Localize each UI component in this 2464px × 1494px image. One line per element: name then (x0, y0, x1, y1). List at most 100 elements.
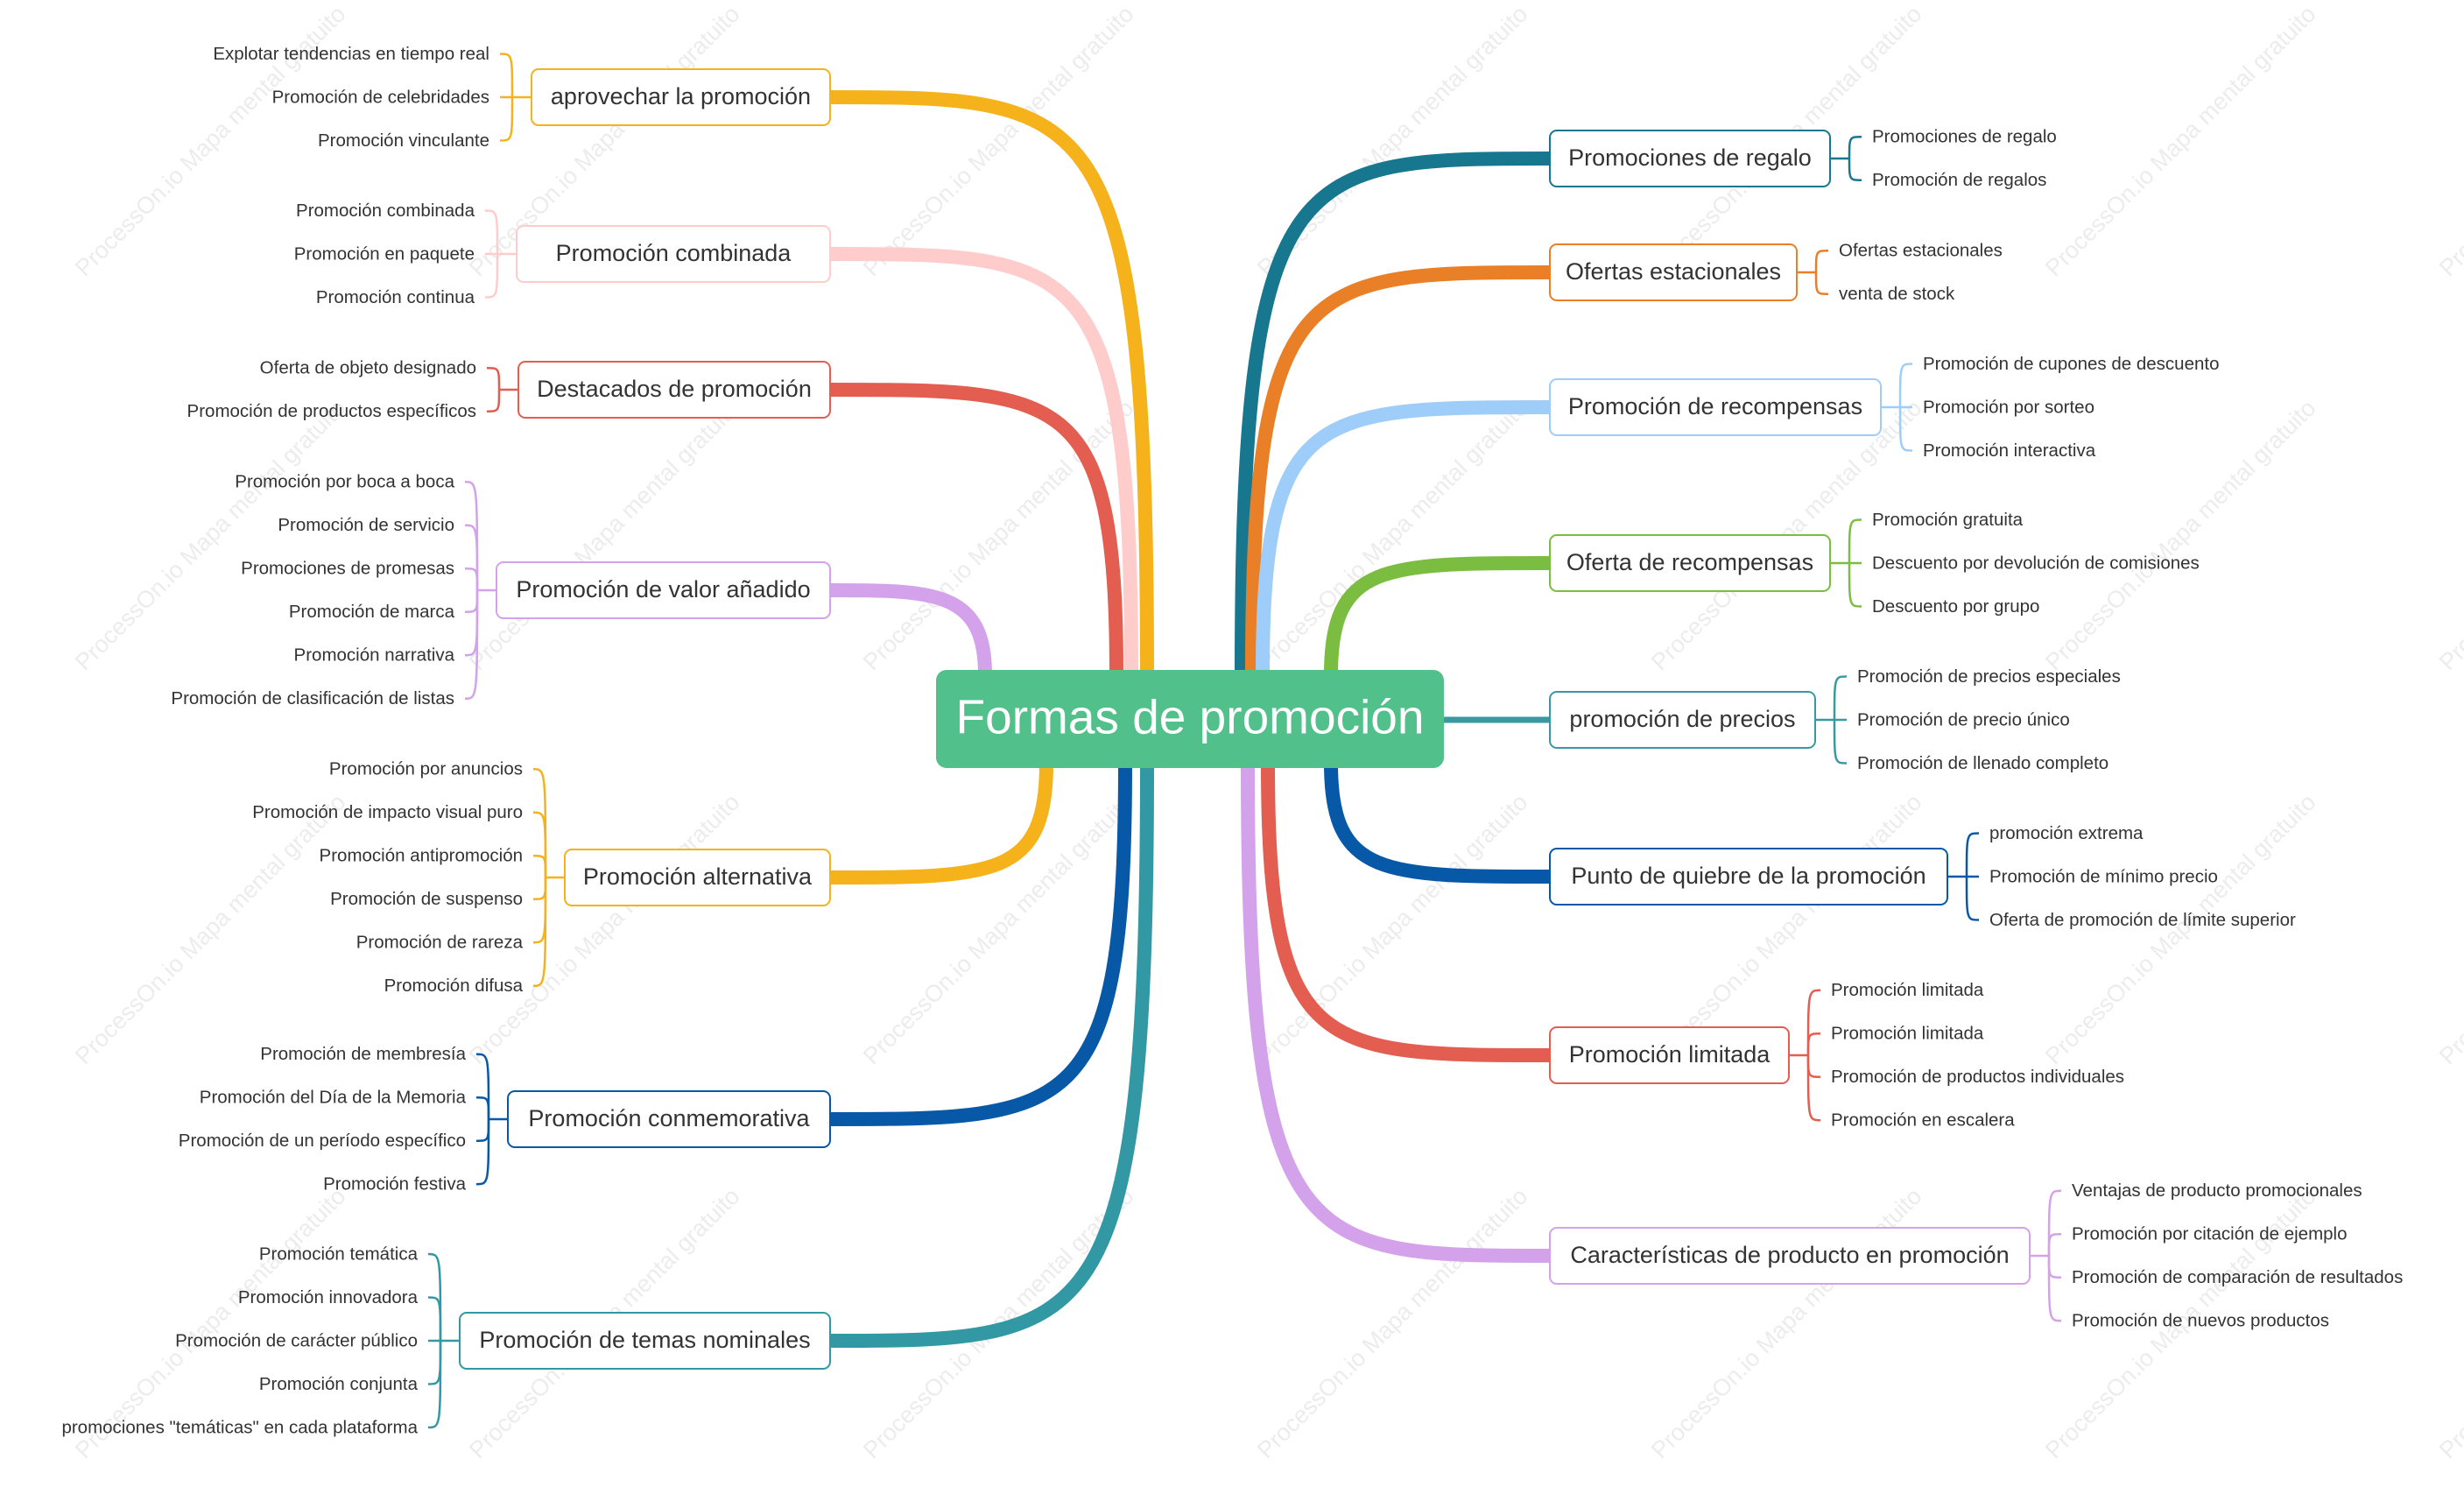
leaf-label[interactable]: Promociones de promesas (241, 559, 454, 579)
leaf-connector (2047, 1255, 2062, 1322)
leaf-connector (484, 209, 499, 255)
leaf-label[interactable]: Descuento por devolución de comisiones (1872, 553, 2200, 573)
leaf-label[interactable]: Promoción del Día de la Memoria (200, 1088, 467, 1108)
leaf-connector (1965, 832, 1980, 877)
branch-box (1549, 1227, 2031, 1285)
leaf-label[interactable]: Promoción en paquete (294, 243, 475, 264)
leaf-label[interactable]: Promoción difusa (384, 976, 524, 996)
leaf-label[interactable]: Promoción de regalos (1872, 170, 2046, 190)
leaf-label[interactable]: Promoción limitada (1831, 1024, 1984, 1044)
leaf-label[interactable]: venta de stock (1839, 284, 1955, 304)
leaf-label[interactable]: Promoción de cupones de descuento (1923, 354, 2219, 374)
leaf-label[interactable]: Promoción vinculante (318, 130, 489, 151)
leaf-connector (1814, 271, 1829, 295)
branch-label: Promoción de recompensas (1568, 393, 1862, 419)
branch-box (564, 849, 831, 906)
branch-node[interactable]: promoción de precios (1549, 691, 1816, 749)
leaf-connector (464, 524, 479, 591)
leaf-connector (484, 253, 499, 299)
leaf-label[interactable]: Ventajas de producto promocionales (2072, 1180, 2362, 1201)
leaf-label[interactable]: Promoción limitada (1831, 980, 1984, 1000)
branch-box (1549, 534, 1831, 592)
leaf-label[interactable]: Promoción en escalera (1831, 1110, 2015, 1131)
leaf-label[interactable]: Promoción innovadora (238, 1287, 419, 1307)
branch-node[interactable]: aprovechar la promoción (531, 68, 831, 126)
leaf-label[interactable]: Promoción de comparación de resultados (2072, 1267, 2403, 1287)
leaf-label[interactable]: Promoción por anuncios (329, 759, 523, 779)
branch-box (1549, 848, 1948, 906)
leaf-connector (1898, 406, 1913, 452)
branch-node[interactable]: Promoción de valor añadido (496, 561, 831, 619)
leaf-connector (2047, 1255, 2062, 1279)
leaf-label[interactable]: Promoción de servicio (278, 515, 454, 535)
leaf-label[interactable]: Promoción de mínimo precio (1989, 866, 2218, 886)
branch-node[interactable]: Promoción combinada (516, 225, 831, 283)
leaf-connector (1898, 363, 1913, 408)
leaf-connector (464, 589, 479, 657)
leaf-label[interactable]: Oferta de objeto designado (260, 358, 476, 378)
leaf-label[interactable]: Promoción de productos individuales (1831, 1067, 2124, 1087)
branch-node[interactable]: Promoción de temas nominales (459, 1312, 831, 1370)
leaf-label[interactable]: Promoción antipromoción (320, 846, 523, 866)
leaf-label[interactable]: Promoción de precio único (1857, 709, 2070, 729)
leaf-label[interactable]: Promoción de celebridades (272, 87, 489, 107)
leaf-label[interactable]: Promoción de impacto visual puro (252, 802, 523, 822)
leaf-label[interactable]: Promoción por sorteo (1923, 397, 2094, 417)
leaf-connector (475, 1118, 490, 1142)
leaf-label[interactable]: Promoción de clasificación de listas (171, 688, 454, 708)
leaf-label[interactable]: Promoción combinada (296, 201, 475, 221)
branch-box (531, 68, 831, 126)
leaf-label[interactable]: Promoción de membresía (260, 1044, 466, 1064)
leaf-label[interactable]: Promoción de rareza (356, 933, 524, 953)
leaf-label[interactable]: Promoción por citación de ejemplo (2072, 1224, 2348, 1244)
leaf-label[interactable]: Oferta de promoción de límite superior (1989, 910, 2296, 930)
leaf-label[interactable]: Promociones de regalo (1872, 127, 2057, 147)
branch-node[interactable]: Oferta de recompensas (1549, 534, 1831, 592)
leaf-label[interactable]: Ofertas estacionales (1839, 241, 2003, 261)
leaf-label[interactable]: Promoción de llenado completo (1857, 753, 2108, 773)
leaf-label[interactable]: Promoción gratuita (1872, 510, 2024, 530)
leaf-label[interactable]: Promoción conjunta (259, 1374, 419, 1394)
leaf-label[interactable]: Promoción interactiva (1923, 440, 2096, 461)
leaf-connector (427, 1340, 442, 1385)
leaf-connector (1848, 562, 1862, 608)
leaf-label[interactable]: Explotar tendencias en tiempo real (213, 44, 489, 64)
leaf-connector (475, 1053, 490, 1120)
branch-node[interactable]: Promoción limitada (1549, 1026, 1790, 1084)
branch-label: Promoción de valor añadido (516, 576, 810, 603)
leaf-label[interactable]: Promoción continua (316, 287, 475, 307)
leaf-connector (464, 589, 479, 700)
leaf-label[interactable]: Promoción narrativa (294, 645, 455, 666)
leaf-label[interactable]: Promoción temática (259, 1244, 419, 1264)
branch-node[interactable]: Ofertas estacionales (1549, 243, 1798, 301)
leaf-label[interactable]: Promoción de productos específicos (187, 401, 476, 421)
branch-node[interactable]: Características de producto en promoción (1549, 1227, 2031, 1285)
branch-node[interactable]: Punto de quiebre de la promoción (1549, 848, 1948, 906)
branch-node[interactable]: Promoción alternativa (564, 849, 831, 906)
branch-box (1549, 130, 1831, 187)
branch-node[interactable]: Promoción de recompensas (1549, 378, 1882, 436)
leaf-label[interactable]: Promoción festiva (323, 1174, 467, 1194)
leaf-label[interactable]: Promoción de marca (289, 602, 455, 622)
branch-link (823, 90, 1154, 681)
leaf-connector (1814, 250, 1829, 273)
leaf-label[interactable]: Promoción de precios especiales (1857, 666, 2121, 687)
leaf-label[interactable]: promociones "temáticas" en cada platafor… (61, 1417, 418, 1437)
leaf-label[interactable]: Promoción de un período específico (179, 1131, 466, 1151)
leaf-connector (427, 1340, 442, 1429)
branch-node[interactable]: Promociones de regalo (1549, 130, 1831, 187)
root-node[interactable] (936, 670, 1444, 768)
leaf-label[interactable]: Promoción por boca a boca (235, 472, 454, 492)
branch-node[interactable]: Destacados de promoción (517, 361, 831, 419)
leaf-label[interactable]: Descuento por grupo (1872, 596, 2039, 617)
leaf-label[interactable]: Promoción de suspenso (330, 889, 523, 909)
leaf-label[interactable]: Promoción de carácter público (175, 1330, 418, 1350)
leaf-connector (2047, 1233, 2062, 1257)
branch-link (823, 247, 1138, 681)
branch-label: Promoción alternativa (583, 863, 813, 890)
branch-label: Promoción de temas nominales (479, 1327, 810, 1353)
branch-node[interactable]: Promoción conmemorativa (507, 1090, 831, 1148)
leaf-label[interactable]: Promoción de nuevos productos (2072, 1311, 2329, 1331)
leaf-label[interactable]: promoción extrema (1989, 823, 2144, 843)
branch-box (459, 1312, 831, 1370)
